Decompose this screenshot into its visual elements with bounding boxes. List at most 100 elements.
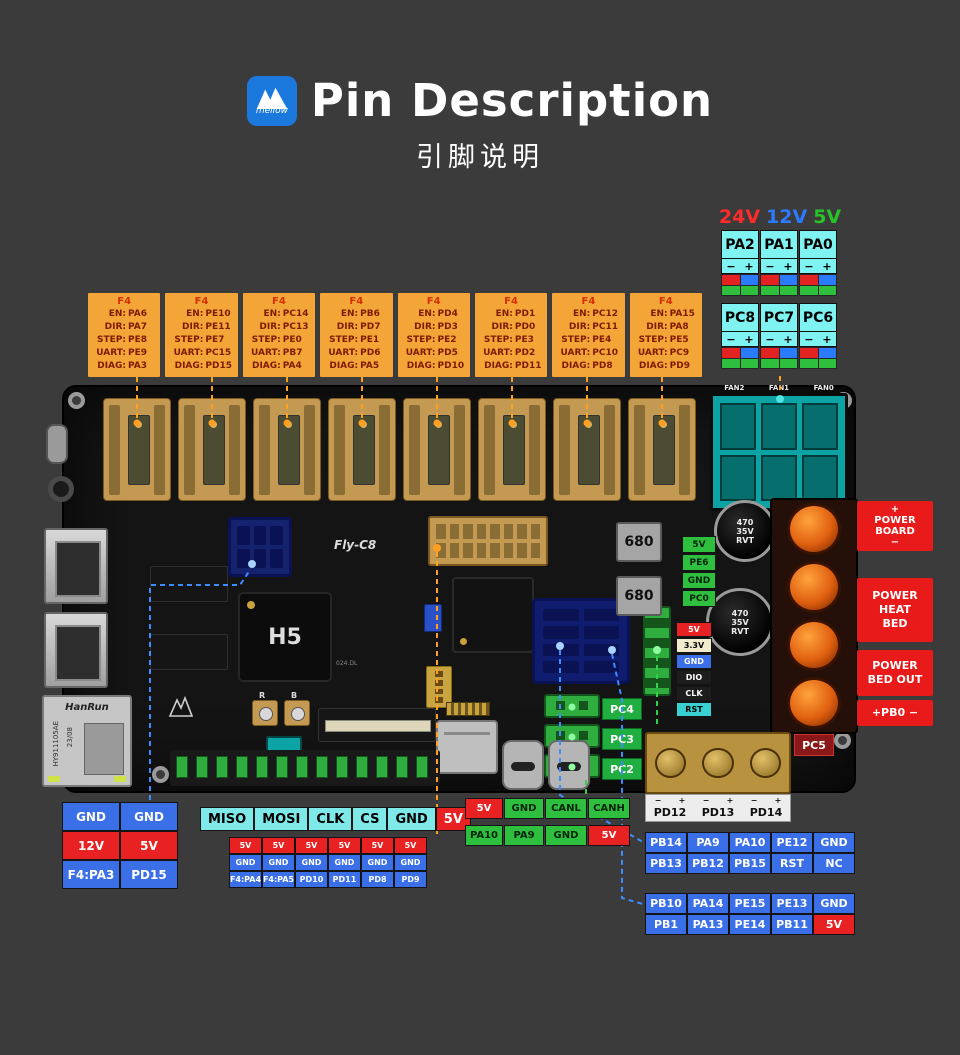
pc5-label: PC5 xyxy=(794,734,834,756)
polarity-marks: −+ xyxy=(654,796,686,805)
pin-cell: F4:PA5 xyxy=(262,871,295,888)
ethernet-model: HY911105AE xyxy=(52,721,60,767)
pin-cell: GND xyxy=(295,854,328,871)
pin-key: DIAG: xyxy=(174,361,204,371)
voltage-5v-label: 5V xyxy=(813,206,842,228)
pin-cell: CS xyxy=(352,807,388,831)
pin-key: UART: xyxy=(483,348,513,358)
driver-socket xyxy=(403,398,471,501)
pin-label: GND xyxy=(676,654,712,669)
fan-port-label: PA0 xyxy=(799,230,837,259)
pin-label: PC2 xyxy=(602,758,642,780)
usb-a-port xyxy=(44,612,108,688)
pin-cell: PA14 xyxy=(687,893,729,914)
driver-pinout-box: F4 EN:PC12 DIR:PC11 STEP:PE4 UART:PC10 D… xyxy=(552,293,625,377)
usb-c-port-bottom xyxy=(502,740,544,790)
pin-value: PE9 xyxy=(128,348,148,358)
pin-cell: PD15 xyxy=(120,860,178,889)
pin-cell: PA9 xyxy=(504,825,544,846)
fan-port: PC8 −+ xyxy=(721,303,759,369)
polarity-marks: −+ xyxy=(750,796,782,805)
pin-cell: PB13 xyxy=(645,853,687,874)
pin-value: PD4 xyxy=(437,309,458,319)
pin-value: PB6 xyxy=(360,309,380,319)
pin-key: EN: xyxy=(340,309,359,319)
pin-cell: PB11 xyxy=(771,914,813,935)
pin-cell: 12V xyxy=(62,831,120,860)
voltage-24v-label: 24V xyxy=(718,206,761,228)
fan-silkscreen-label: FAN2 xyxy=(724,384,745,392)
voltage-jumper-squares xyxy=(799,347,837,369)
pin-cell: 5V xyxy=(813,914,855,935)
pin-cell: GND xyxy=(387,807,436,831)
pin-key: DIR: xyxy=(646,322,668,332)
fan-silkscreen-label: FAN0 xyxy=(813,384,834,392)
pin-value: PA3 xyxy=(128,361,147,371)
fan-port-label: PC7 xyxy=(760,303,798,332)
terminal-pin-label: PD13 xyxy=(701,806,735,819)
pin-value: PC11 xyxy=(592,322,618,332)
pin-key: STEP: xyxy=(329,335,359,345)
plus-mark: + xyxy=(783,332,793,346)
pin-cell: F4:PA4 xyxy=(229,871,262,888)
pin-key: UART: xyxy=(96,348,126,358)
plus-mark: + xyxy=(744,332,754,346)
pin-cell: GND xyxy=(120,802,178,831)
sd-card-pins xyxy=(446,702,490,716)
pin-key: DIR: xyxy=(259,322,281,332)
mounting-hole xyxy=(834,732,851,749)
gold-socket xyxy=(428,516,548,566)
minus-mark: − xyxy=(765,259,775,273)
pin-cell: 5V xyxy=(394,837,427,854)
pin-label: 5V xyxy=(676,622,712,637)
probe-pin-stack: 5V PE6 GND PC0 xyxy=(682,536,716,607)
plus-mark: + xyxy=(744,259,754,273)
driver-family-label: F4 xyxy=(581,296,596,307)
voltage-jumper-squares xyxy=(760,347,798,369)
pin-cell: PD8 xyxy=(361,871,394,888)
pin-key: UART: xyxy=(637,348,668,358)
driver-socket xyxy=(178,398,246,501)
terminal-column: −+ PD12 xyxy=(646,795,694,821)
mountain-icon xyxy=(256,87,288,109)
boot-button-label: B xyxy=(291,691,298,700)
mounting-hole xyxy=(68,392,85,409)
pin-value: PE5 xyxy=(669,335,689,345)
pin-key: EN: xyxy=(418,309,436,319)
fan-port: PA0 −+ xyxy=(799,230,837,296)
pin-strip-bottom xyxy=(170,750,440,786)
plus-mark: + xyxy=(822,332,832,346)
power-terminal-block xyxy=(770,498,858,734)
inductor: 680 xyxy=(616,522,662,562)
board-name: Fly-C8 xyxy=(334,538,377,552)
pin-value: PD15 xyxy=(205,361,232,371)
pin-key: DIR: xyxy=(568,322,591,332)
polarity-marks: −+ xyxy=(799,332,837,347)
pin-cell: PA10 xyxy=(729,832,771,853)
pin-cell: F4:PA3 xyxy=(62,860,120,889)
spi-pin-header: MISO MOSI CLK CS GND 5V xyxy=(200,807,471,831)
ram-chip xyxy=(150,566,228,602)
pin-value: PD5 xyxy=(437,348,458,358)
spi-pin-grid: 5V 5V 5V 5V 5V 5V GND GND GND GND GND GN… xyxy=(229,837,427,888)
pin-label: GND xyxy=(682,572,716,589)
pin-value: PD8 xyxy=(592,361,613,371)
terminal-pin-label: PD14 xyxy=(749,806,783,819)
pin-value: PD0 xyxy=(514,322,536,332)
pin-label: PC3 xyxy=(602,728,642,750)
pin-cell: GND xyxy=(328,854,361,871)
usb-c-port-bottom xyxy=(548,740,590,790)
voltage-jumper-squares xyxy=(721,347,759,369)
pin-cell: MOSI xyxy=(254,807,309,831)
pin-cell: CLK xyxy=(308,807,353,831)
pin-cell: PE14 xyxy=(729,914,771,935)
pin-value: PA7 xyxy=(128,322,147,332)
pin-key: STEP: xyxy=(638,335,668,345)
smd-component xyxy=(424,604,442,632)
pin-key: EN: xyxy=(108,309,126,319)
pin-cell: PE15 xyxy=(729,893,771,914)
expansion-pin-table-2: PB10 PA14 PE15 PE13 GND PB1 PA13 PE14 PB… xyxy=(645,893,855,935)
